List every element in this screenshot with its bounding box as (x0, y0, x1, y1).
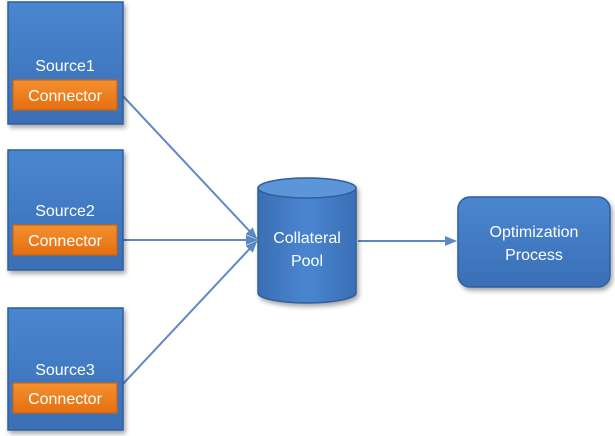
source3-connector-box (12, 382, 118, 414)
source2-connector-box (12, 224, 118, 256)
pool-label-line2: Pool (291, 253, 323, 270)
source1-connector-box (12, 79, 118, 111)
optimization-process-node: Optimization Process (457, 196, 611, 288)
source2-label: Source2 (35, 203, 95, 220)
process-label-line1: Optimization (490, 224, 579, 241)
process-label-line2: Process (505, 247, 563, 264)
source1-node: Source1 Connector (7, 1, 124, 125)
source1-label: Source1 (35, 58, 95, 75)
source2-connector-label: Connector (28, 233, 102, 250)
pool-label-line1: Collateral (273, 230, 341, 247)
source3-node: Source3 Connector (7, 307, 124, 431)
source3-connector-label: Connector (28, 391, 102, 408)
pool-cylinder-body (257, 187, 357, 304)
source3-label: Source3 (35, 362, 95, 379)
source2-node: Source2 Connector (7, 149, 124, 271)
collateral-pool-node (257, 177, 357, 304)
arrow-source1-to-pool (121, 94, 258, 240)
pool-cylinder-top (257, 177, 357, 199)
process-box (457, 196, 611, 288)
source1-connector-label: Connector (28, 88, 102, 105)
arrows (121, 94, 457, 386)
arrow-source3-to-pool (121, 240, 258, 386)
